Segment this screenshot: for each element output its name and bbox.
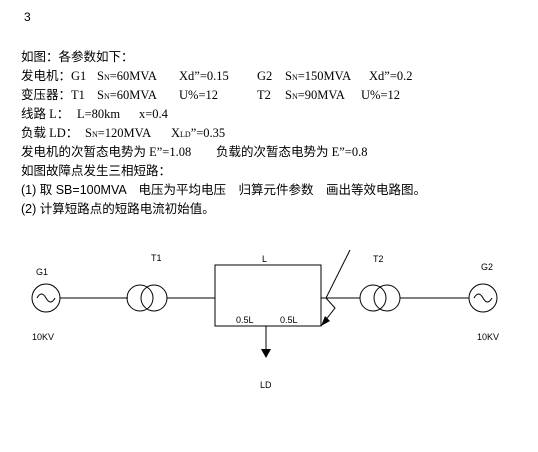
t2-sn-subscript: N — [291, 92, 298, 101]
t1-winding-right — [140, 284, 168, 312]
t2-rated-power: SN=90MVA — [285, 86, 345, 106]
fault-symbol — [320, 249, 351, 327]
load-rated-power: SN=120MVA — [85, 124, 151, 144]
load-x-symbol: X — [171, 126, 181, 140]
load-sn-symbol: S — [85, 126, 92, 140]
t1-rated-power: SN=60MVA — [97, 86, 157, 106]
t2-name: T2 — [257, 88, 271, 102]
transformer-prefix: 变压器：T1 — [21, 88, 85, 102]
t1-sn-symbol: S — [97, 88, 104, 102]
fault-text: 如图故障点发生三相短路： — [21, 164, 172, 178]
load-sn-subscript: N — [91, 130, 98, 139]
line-length: L=80km — [77, 107, 121, 121]
load-reactance: XLD”=0.35 — [171, 124, 225, 144]
t2-label: T2 — [373, 254, 384, 264]
t1-sn-subscript: N — [103, 92, 110, 101]
g2-sn-subscript: N — [291, 73, 298, 82]
load-label: LD — [260, 380, 272, 390]
line-prefix: 线路 L： — [21, 107, 70, 121]
line-half-1-label: 0.5L — [236, 315, 254, 325]
g2-sn-value: =150MVA — [297, 69, 352, 83]
line-reactance: x=0.4 — [139, 107, 168, 121]
g2-name: G2 — [257, 69, 273, 83]
generator-emf: 发电机的次暂态电势为 E”=1.08 — [21, 145, 192, 159]
t2-impedance-voltage: U%=12 — [361, 88, 400, 102]
g1-sn-symbol: S — [97, 69, 104, 83]
line-half-2-label: 0.5L — [280, 315, 298, 325]
g2-generator-symbol — [468, 283, 498, 313]
t2-winding-right — [373, 284, 401, 312]
problem-number: 3 — [24, 10, 31, 24]
t2-winding-left — [359, 284, 387, 312]
intro-text: 如图：各参数如下： — [21, 50, 134, 64]
t2-sn-symbol: S — [285, 88, 292, 102]
t1-winding-left — [126, 284, 154, 312]
t1-impedance-voltage: U%=12 — [179, 88, 218, 102]
g2-sine-wave — [473, 293, 493, 303]
task-2-text: (2) 计算短路点的短路电流初始值。 — [21, 202, 215, 216]
line-l-label: L — [262, 254, 267, 264]
t1-sn-value: =60MVA — [109, 88, 157, 102]
g1-sn-value: =60MVA — [109, 69, 157, 83]
task-1-text: (1) 取 SB=100MVA 电压为平均电压 归算元件参数 画出等效电路图。 — [21, 183, 427, 197]
g2-xd: Xd”=0.2 — [369, 69, 413, 83]
g2-rated-power: SN=150MVA — [285, 67, 351, 87]
g1-xd: Xd”=0.15 — [179, 69, 229, 83]
fault-arrowhead — [321, 316, 330, 326]
g1-sine-wave — [36, 293, 56, 303]
g2-voltage-label: 10KV — [477, 332, 499, 342]
g1-sn-subscript: N — [103, 73, 110, 82]
load-emf: 负载的次暂态电势为 E”=0.8 — [216, 145, 368, 159]
load-x-subscript: LD — [180, 130, 191, 139]
g1-rated-power: SN=60MVA — [97, 67, 157, 87]
g1-voltage-label: 10KV — [32, 332, 54, 342]
load-x-value: ”=0.35 — [190, 126, 226, 140]
t2-sn-value: =90MVA — [297, 88, 345, 102]
g2-label: G2 — [481, 262, 493, 272]
g2-sn-symbol: S — [285, 69, 292, 83]
line-l-box — [214, 264, 322, 327]
g1-label: G1 — [36, 267, 48, 277]
t1-label: T1 — [151, 253, 162, 263]
load-sn-value: =120MVA — [97, 126, 152, 140]
generator-prefix: 发电机：G1 — [21, 69, 87, 83]
load-arrowhead — [261, 349, 271, 358]
load-prefix: 负载 LD： — [21, 126, 79, 140]
